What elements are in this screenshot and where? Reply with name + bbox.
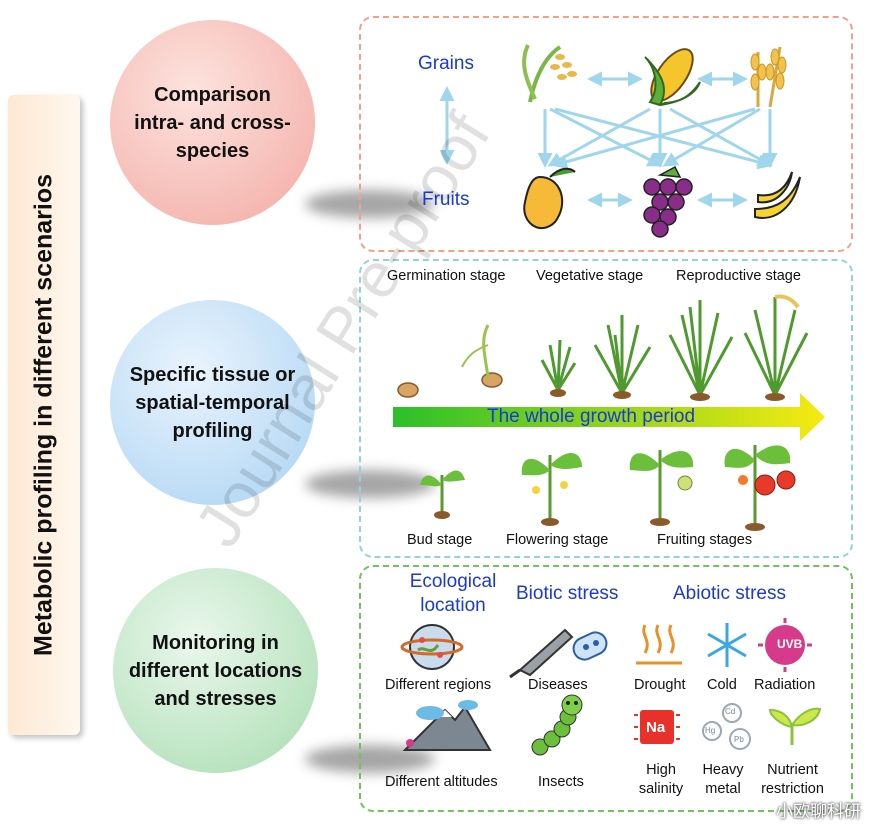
circle-spatial-text: Specific tissue or spatial-temporal prof…	[129, 363, 296, 442]
uvb-text: UVB	[777, 637, 803, 651]
fruiting-stages-label: Fruiting stages	[657, 532, 753, 548]
reproductive-stage-label: Reproductive stage	[676, 268, 801, 284]
heavy-metal-label: Heavy metal	[702, 762, 744, 797]
circle-spatial: Specific tissue or spatial-temporal prof…	[110, 300, 315, 505]
cold-label: Cold	[707, 677, 737, 693]
radiation-label: Radiation	[754, 677, 816, 693]
biotic-stress-heading: Biotic stress	[516, 583, 619, 604]
germination-stage-label: Germination stage	[387, 268, 506, 284]
vegetative-stage-label: Vegetative stage	[536, 268, 644, 284]
circle-shadow	[305, 190, 435, 218]
na-text: Na	[646, 719, 666, 736]
circle-monitoring-text: Monitoring in different locations and st…	[128, 631, 303, 710]
grape-icon	[643, 165, 693, 238]
circle-shadow	[305, 470, 435, 498]
rice-plant-icon	[540, 339, 577, 397]
abiotic-stress-heading: Abiotic stress	[673, 583, 786, 604]
grains-label: Grains	[418, 53, 474, 74]
snowflake-icon	[707, 623, 747, 667]
rice-icon	[522, 44, 577, 103]
hg-text: Hg	[705, 726, 716, 735]
cd-text: Cd	[725, 707, 736, 716]
rice-plant-icon	[668, 300, 734, 401]
panel-growth	[359, 259, 853, 558]
caterpillar-icon	[531, 694, 583, 756]
wheat-icon	[750, 46, 787, 108]
tomato-red-fruit-icon	[724, 445, 796, 531]
nutrient-restriction-label: Nutrient restriction	[761, 762, 824, 797]
panel-stress	[359, 565, 853, 812]
salinity-icon	[634, 710, 680, 744]
tomato-flower-icon	[521, 452, 582, 526]
rice-plant-icon	[593, 315, 652, 399]
globe-icon	[400, 624, 464, 670]
title-bar: Metabolic profiling in different scenari…	[8, 95, 80, 735]
circle-comparison: Comparison intra- and cross-species	[110, 20, 315, 225]
weibo-watermark: 小欧聊科研	[776, 802, 861, 821]
fruits-label: Fruits	[422, 189, 470, 210]
pb-text: Pb	[734, 735, 744, 744]
growth-arrow	[393, 393, 825, 441]
uvb-icon	[758, 618, 812, 672]
mountain-icon	[402, 700, 492, 751]
ecological-location-heading: Ecological location	[409, 571, 497, 616]
tomato-bud-icon	[420, 470, 465, 519]
diseases-label: Diseases	[528, 677, 588, 693]
disease-icon	[509, 628, 608, 679]
circle-monitoring: Monitoring in different locations and st…	[113, 568, 318, 773]
sprout-icon	[461, 324, 503, 388]
seed-icon	[397, 382, 419, 398]
drought-icon	[636, 624, 682, 665]
tomato-green-fruit-icon	[629, 450, 694, 526]
vertical-title: Metabolic profiling in different scenari…	[29, 173, 58, 657]
panel-species	[359, 16, 853, 252]
mango-icon	[523, 167, 576, 229]
flowering-stage-label: Flowering stage	[506, 532, 609, 548]
growth-period-label: The whole growth period	[487, 406, 696, 427]
different-regions-label: Different regions	[385, 677, 492, 693]
banana-icon	[754, 171, 801, 219]
high-salinity-label: High salinity	[638, 762, 684, 797]
growth-graphic	[393, 294, 825, 531]
circle-comparison-text: Comparison intra- and cross-species	[134, 83, 291, 162]
nutrient-icon	[768, 707, 822, 745]
stress-icons	[400, 618, 822, 756]
bud-stage-label: Bud stage	[407, 532, 473, 548]
corn-icon	[644, 48, 701, 107]
insects-label: Insects	[538, 774, 584, 790]
species-graphic	[439, 44, 801, 238]
rice-plant-icon	[743, 294, 809, 401]
heavy-metal-icon	[702, 703, 751, 750]
drought-label: Drought	[634, 677, 686, 693]
different-altitudes-label: Different altitudes	[385, 774, 498, 790]
